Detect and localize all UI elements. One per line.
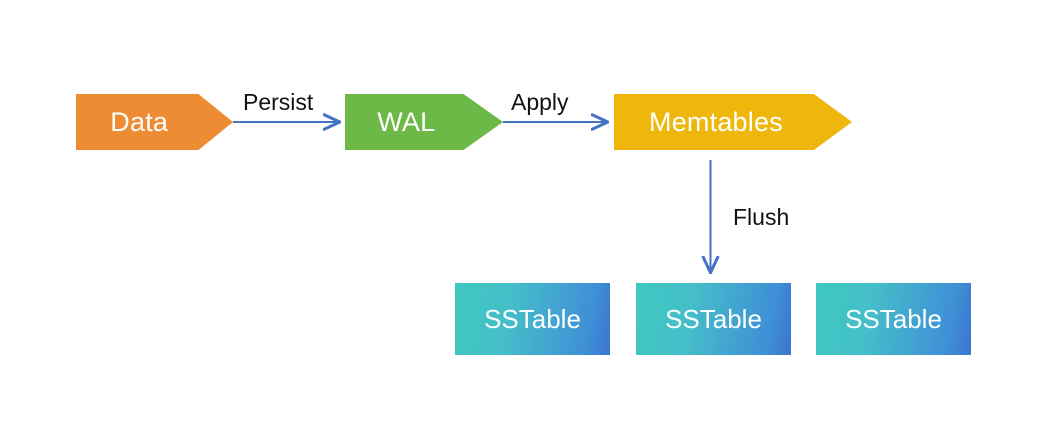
node-sstable-2-label: SSTable: [665, 304, 762, 334]
node-data[interactable]: Data: [76, 94, 233, 150]
node-wal-label: WAL: [377, 106, 436, 137]
node-sstable-3-label: SSTable: [845, 304, 942, 334]
node-wal[interactable]: WAL: [345, 94, 503, 150]
node-data-label: Data: [110, 106, 169, 137]
node-sstable-1-label: SSTable: [484, 304, 581, 334]
node-sstable-2[interactable]: SSTable: [636, 283, 791, 355]
edge-flush-label: Flush: [733, 204, 790, 230]
node-memtables[interactable]: Memtables: [614, 94, 852, 150]
edge-apply-label: Apply: [511, 89, 569, 115]
node-sstable-1[interactable]: SSTable: [455, 283, 610, 355]
node-memtables-label: Memtables: [649, 106, 783, 137]
edge-persist-label: Persist: [243, 89, 314, 115]
node-sstable-3[interactable]: SSTable: [816, 283, 971, 355]
